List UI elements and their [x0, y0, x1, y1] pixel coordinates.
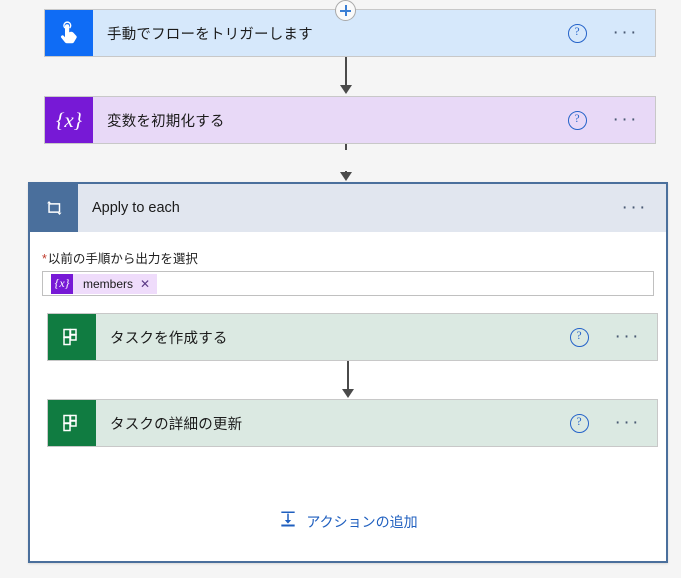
overflow-menu-icon[interactable]: ··· [614, 412, 641, 433]
update-task-details-card-actions: ? ··· [569, 400, 657, 446]
token-label: members [83, 276, 134, 291]
planner-board-icon [48, 400, 96, 446]
select-output-label: *以前の手順から出力を選択 [42, 248, 654, 267]
update-task-details-card[interactable]: タスクの詳細の更新 ? ··· [47, 399, 658, 447]
connector-arrow-trigger-variable [340, 85, 352, 94]
initialize-variable-card[interactable]: {x} 変数を初期化する ? ··· [44, 96, 656, 144]
select-output-field: *以前の手順から出力を選択 {x} members ✕ [42, 248, 654, 296]
overflow-menu-icon[interactable]: ··· [614, 326, 641, 347]
apply-to-each-container[interactable]: Apply to each ··· *以前の手順から出力を選択 {x} memb… [28, 182, 668, 563]
create-task-title: タスクを作成する [110, 330, 228, 347]
create-task-card[interactable]: タスクを作成する ? ··· [47, 313, 658, 361]
close-icon[interactable]: ✕ [140, 276, 151, 291]
apply-to-each-header[interactable]: Apply to each ··· [30, 184, 666, 232]
connector-arrow-task-create-update [342, 389, 354, 398]
variables-brace-x-icon: {x} [51, 273, 73, 294]
dynamic-content-token[interactable]: {x} members ✕ [51, 273, 158, 294]
create-task-card-actions: ? ··· [569, 314, 657, 360]
select-output-label-text: 以前の手順から出力を選択 [47, 252, 198, 266]
connector-line-variable-plus [345, 144, 347, 150]
overflow-menu-icon[interactable]: ··· [612, 109, 639, 130]
overflow-menu-icon[interactable]: ··· [612, 22, 639, 43]
apply-to-each-title: Apply to each [92, 200, 180, 216]
select-output-input[interactable]: {x} members ✕ [42, 271, 654, 296]
connector-line-trigger-variable [345, 57, 347, 87]
loop-repeat-icon [30, 184, 78, 232]
trigger-title: 手動でフローをトリガーします [107, 26, 313, 43]
required-marker: * [42, 252, 47, 266]
initialize-variable-title: 変数を初期化する [107, 113, 225, 130]
overflow-menu-icon[interactable]: ··· [621, 197, 648, 218]
variables-brace-x-glyph: {x} [55, 107, 83, 132]
planner-board-icon [48, 314, 96, 360]
insert-action-arrow-icon [278, 509, 298, 534]
help-icon[interactable]: ? [569, 327, 589, 347]
initialize-variable-card-actions: ? ··· [567, 97, 655, 143]
apply-to-each-actions: ··· [622, 184, 666, 232]
help-icon[interactable]: ? [569, 413, 589, 433]
insert-step-plus-button[interactable] [335, 0, 356, 21]
help-icon[interactable]: ? [567, 110, 587, 130]
help-icon[interactable]: ? [567, 23, 587, 43]
update-task-details-title: タスクの詳細の更新 [110, 416, 243, 433]
variables-brace-x-icon: {x} [45, 97, 93, 143]
trigger-card-actions: ? ··· [567, 10, 655, 56]
connector-line-task-create-update [347, 361, 349, 391]
manual-trigger-tap-icon [45, 10, 93, 56]
add-action-label: アクションの追加 [306, 513, 418, 530]
connector-arrow-variable-loop [340, 172, 352, 181]
add-action-button[interactable]: アクションの追加 [30, 509, 666, 534]
